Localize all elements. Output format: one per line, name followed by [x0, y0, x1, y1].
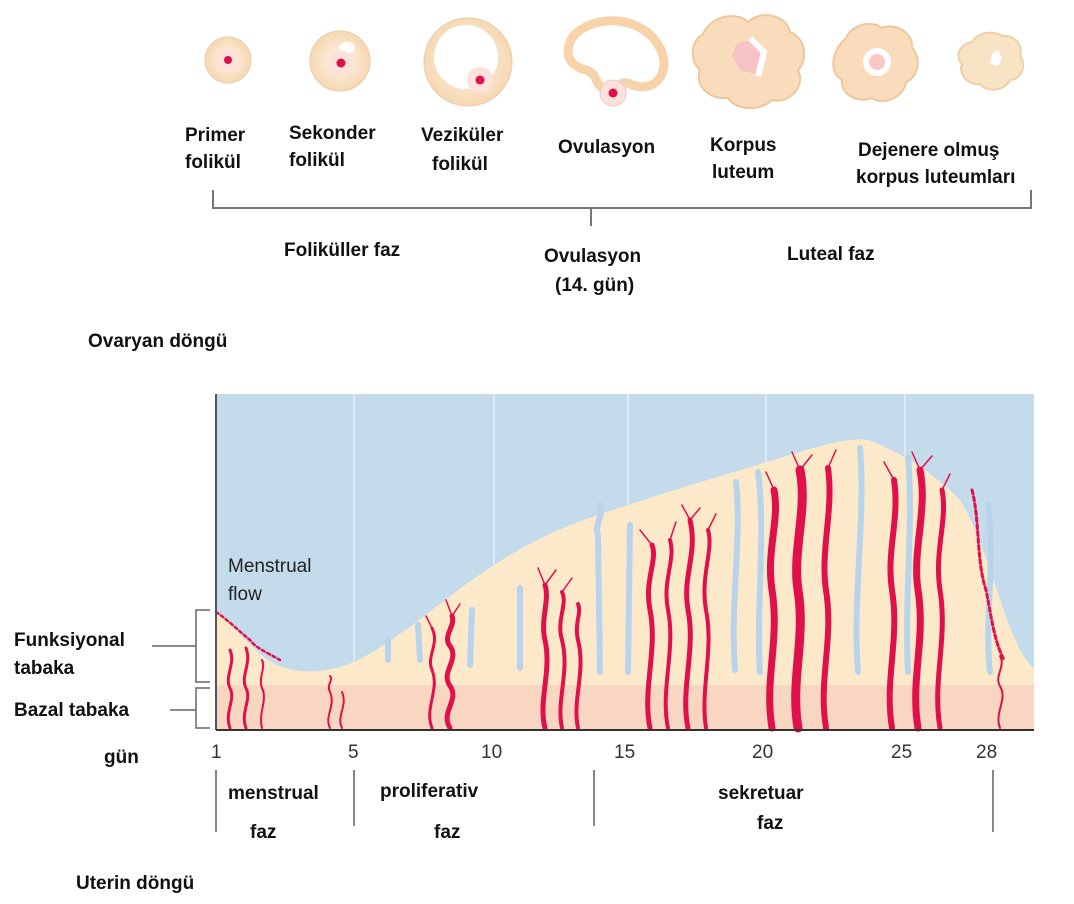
- menstrual-flow-line2: flow: [228, 584, 262, 605]
- stage-ovulation-line1: Ovulasyon: [558, 137, 655, 158]
- ovarian-stage-labels: Primer folikül Sekonder folikül Veziküle…: [185, 123, 1015, 188]
- day-tick-5: 5: [348, 742, 359, 763]
- stage-degenerate-line2: korpus luteumları: [856, 167, 1015, 188]
- ovulation-day-line2: (14. gün): [555, 275, 634, 296]
- follicular-phase-label: Foliküller faz: [284, 240, 400, 261]
- proliferative-phase-line2: faz: [434, 822, 460, 843]
- ovulation-follicle: [568, 21, 664, 106]
- secondary-follicle: [310, 31, 370, 91]
- stage-corpus-luteum-line1: Korpus: [710, 135, 777, 156]
- basal-layer: [216, 685, 1034, 730]
- day-tick-25: 25: [891, 742, 912, 763]
- layer-brackets: [152, 610, 210, 728]
- day-ticks: 1 5 10 15 20 25 28: [211, 742, 997, 763]
- endometrium-chart: [216, 394, 1034, 730]
- proliferative-phase-line1: proliferativ: [380, 781, 479, 802]
- day-axis-label: gün: [104, 747, 139, 768]
- stage-degenerate-line1: Dejenere olmuş: [858, 140, 1000, 161]
- stage-primary-line1: Primer: [185, 125, 246, 146]
- stage-corpus-luteum-line2: luteum: [712, 162, 774, 183]
- ovarian-cycle-title: Ovaryan döngü: [88, 331, 227, 352]
- basal-layer-label: Bazal tabaka: [14, 700, 130, 721]
- day-tick-10: 10: [481, 742, 502, 763]
- degenerating-corpus-luteum-small: [958, 33, 1023, 90]
- stage-vesicular-line2: folikül: [432, 154, 488, 175]
- ovarian-phase-bracket: [213, 190, 1031, 226]
- corpus-luteum: [693, 15, 804, 108]
- menstrual-phase-line2: faz: [250, 822, 276, 843]
- uterine-phase-dividers: [216, 770, 993, 832]
- ovulation-day-line1: Ovulasyon: [544, 246, 641, 267]
- menstrual-flow-line1: Menstrual: [228, 556, 311, 577]
- stage-secondary-line2: folikül: [289, 150, 345, 171]
- day-tick-20: 20: [752, 742, 773, 763]
- ovarian-follicle-illustrations: [205, 15, 1023, 108]
- secretory-phase-line2: faz: [757, 813, 783, 834]
- luteal-phase-label: Luteal faz: [787, 244, 875, 265]
- stage-vesicular-line1: Veziküler: [421, 125, 504, 146]
- vesicular-follicle: [424, 18, 512, 106]
- stage-secondary-line1: Sekonder: [289, 123, 376, 144]
- menstrual-phase-line1: menstrual: [228, 783, 319, 804]
- day-tick-15: 15: [614, 742, 635, 763]
- uterine-cycle-title: Uterin döngü: [76, 873, 194, 894]
- secretory-phase-line1: sekretuar: [718, 783, 804, 804]
- day-tick-1: 1: [211, 742, 222, 763]
- day-tick-28: 28: [976, 742, 997, 763]
- functional-layer-line2: tabaka: [14, 658, 75, 679]
- stage-primary-line2: folikül: [185, 152, 241, 173]
- degenerating-corpus-luteum-large: [833, 24, 917, 101]
- primary-follicle: [205, 37, 251, 83]
- functional-layer-line1: Funksiyonal: [14, 630, 125, 651]
